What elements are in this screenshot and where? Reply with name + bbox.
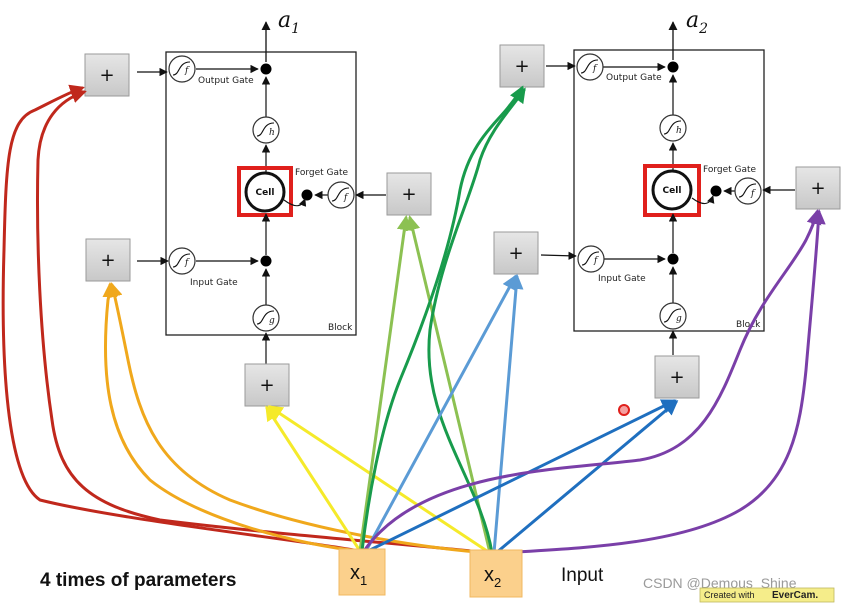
block-2-forget-multiply [710,185,722,197]
lightblue-arrow-x1-to-block2-input [364,274,517,553]
block-1-output-gate-label: Output Gate [198,76,254,86]
block-1-forget-gate-sigmoid-icon [327,181,355,209]
lstm-block-1: Block a1 f Output Gate h Cell f Forget G… [137,8,386,364]
plus-node: + [654,355,700,399]
block-1-forget-multiply [301,189,313,201]
lightgreen-arrow-x1-to-block1-forget [358,215,412,553]
block-2-input-gate-f: f [593,256,599,266]
red-arrow-x2-to-block1-output [36,88,492,555]
block-2-g-label: g [676,314,682,324]
plus-node: + [795,166,841,210]
plus-node: + [493,231,539,275]
plus-node: + [85,238,131,282]
plus-node: + [84,53,130,97]
svg-text:+: + [508,243,523,264]
lightblue-arrow-x2-to-block2-input [492,274,524,555]
block-1-g-label: g [269,316,275,326]
red-arrow-x1-to-block1-output [1,84,362,553]
block-2-forget-gate-f: f [750,189,756,199]
purple-arrow-x1-to-block2-forget [362,209,822,553]
block-2-label: Block [736,320,761,330]
block-2-input-multiply [667,253,679,265]
input-x1: x1 [338,548,386,596]
svg-text:+: + [810,178,825,199]
input-x2: x2 [469,549,523,598]
evercam-created-with: Created with [704,590,755,600]
csdn-watermark: CSDN @Demous_Shine [643,575,797,591]
darkgreen-arrow-x2-to-block2-output [427,87,526,555]
block-1-output-multiply [260,63,272,75]
evercam-brand: EverCam. [772,590,818,601]
block-2-input-gate-label: Input Gate [598,274,646,284]
svg-text:+: + [669,367,684,388]
block-2-h-activation-icon [659,114,687,142]
plus-node: + [386,172,432,216]
block-2-forget-gate-sigmoid-icon [734,177,762,205]
block-1-h-activation-icon [252,116,280,144]
block-1-cell-label: Cell [256,188,275,198]
block-1-input-multiply [260,255,272,267]
input-x1-label: x1 [350,562,367,588]
block-2-forget-gate-label: Forget Gate [703,165,757,175]
block-1-h-label: h [269,128,275,138]
input-x2-label: x2 [484,564,501,590]
plus-node: + [499,44,545,88]
block-2-output-gate-f: f [592,64,598,74]
block-2-output-gate-label: Output Gate [606,73,662,83]
connection-arrows [1,84,826,555]
block-2-h-label: h [676,126,682,136]
block-2-output-gate-sigmoid-icon [576,53,604,81]
block-1-label: Block [328,323,353,333]
yellow-arrow-x2-to-block1-cell [267,405,492,555]
svg-text:+: + [99,65,114,86]
block-1-g-activation-icon [252,304,280,332]
block-1-cell [244,171,286,213]
svg-text:+: + [259,375,274,396]
block-1-forget-gate-label: Forget Gate [295,168,349,178]
svg-text:+: + [100,250,115,271]
block-2-output-multiply [667,61,679,73]
darkblue-arrow-x1-to-block2-cell [366,399,677,553]
block-1-input-gate-sigmoid-icon [168,247,196,275]
plus-node: + [244,363,290,407]
block-1-output-gate-sigmoid-icon [168,55,196,83]
caption: 4 times of parameters [40,570,236,591]
output-a1-label: a1 [278,8,300,37]
svg-text:+: + [514,56,529,77]
darkblue-arrow-x2-to-block2-cell [494,400,679,555]
block-1-output-gate-f: f [184,66,190,76]
block-1-input-gate-f: f [184,258,190,268]
darkgreen-arrow-x1-to-block2-output [360,85,524,553]
lstm-block-2: Block a2 f Output Gate h Cell f Forget G… [540,8,795,355]
cursor-indicator [618,404,630,416]
svg-text:+: + [401,184,416,205]
block-2-cell-label: Cell [663,186,682,196]
output-a2-label: a2 [686,8,708,37]
block-2-input-gate-sigmoid-icon [577,245,605,273]
input-label: Input [561,565,604,586]
block-1-input-gate-label: Input Gate [190,278,238,288]
block-1-forget-gate-f: f [343,193,349,203]
yellow-arrow-x1-to-block1-cell [265,405,362,553]
purple-arrow-x2-to-block2-forget [498,209,826,555]
orange-arrow-x2-to-block1-input [107,282,492,555]
evercam-badge: Created with EverCam. [699,587,835,603]
block-2-g-activation-icon [659,302,687,330]
block-2-cell [651,169,693,211]
